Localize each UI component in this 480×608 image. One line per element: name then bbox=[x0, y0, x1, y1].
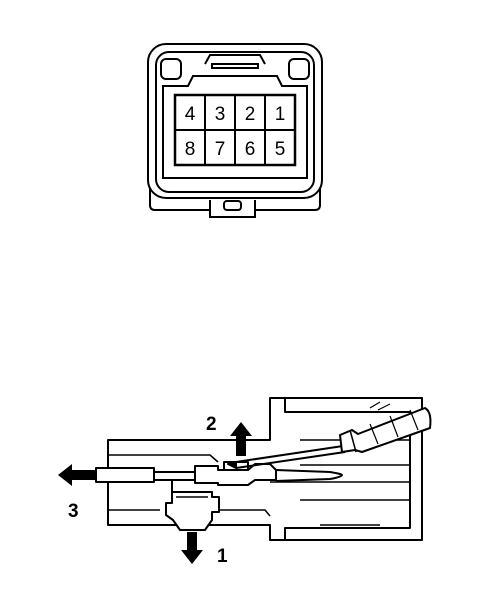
pin-label: 8 bbox=[185, 139, 196, 160]
guide-post-left bbox=[160, 58, 182, 80]
step-label-2: 2 bbox=[206, 414, 217, 435]
pin-label: 1 bbox=[275, 104, 286, 125]
connector-lock-tab bbox=[204, 54, 266, 65]
pin-labels: 4 3 2 1 8 7 6 5 bbox=[185, 104, 286, 160]
wire-insulation bbox=[95, 467, 155, 483]
arrow-up-icon bbox=[230, 422, 252, 456]
connector-body-inner-outline bbox=[284, 398, 411, 540]
connector-cavity bbox=[162, 75, 308, 179]
connector-housing-inner bbox=[155, 51, 315, 193]
step-label-3: 3 bbox=[68, 501, 79, 522]
connector-bottom-tab bbox=[209, 200, 256, 218]
connector-tab-slot bbox=[223, 200, 242, 211]
guide-post-right bbox=[288, 58, 310, 80]
arrow-left-icon bbox=[58, 464, 96, 486]
connector-lock-slot bbox=[211, 63, 259, 69]
pin-label: 6 bbox=[245, 139, 256, 160]
retainer bbox=[165, 479, 220, 531]
pin-label: 4 bbox=[185, 104, 196, 125]
step-labels: 2 3 1 bbox=[68, 414, 228, 567]
terminal-contact bbox=[275, 469, 343, 482]
pin-label: 3 bbox=[215, 104, 226, 125]
step-arrows bbox=[58, 422, 252, 564]
terminal-removal-view bbox=[95, 397, 432, 541]
screwdriver-shaft bbox=[235, 445, 344, 463]
pin-label: 7 bbox=[215, 139, 226, 160]
screwdriver-tip bbox=[227, 461, 237, 469]
surface-hatching bbox=[369, 401, 391, 411]
pin-label: 5 bbox=[275, 139, 286, 160]
step-label-1: 1 bbox=[217, 546, 228, 567]
screwdriver-handle bbox=[339, 407, 432, 453]
arrow-down-icon bbox=[181, 532, 203, 564]
connector-front-view bbox=[147, 43, 323, 218]
pin-label: 2 bbox=[245, 104, 256, 125]
